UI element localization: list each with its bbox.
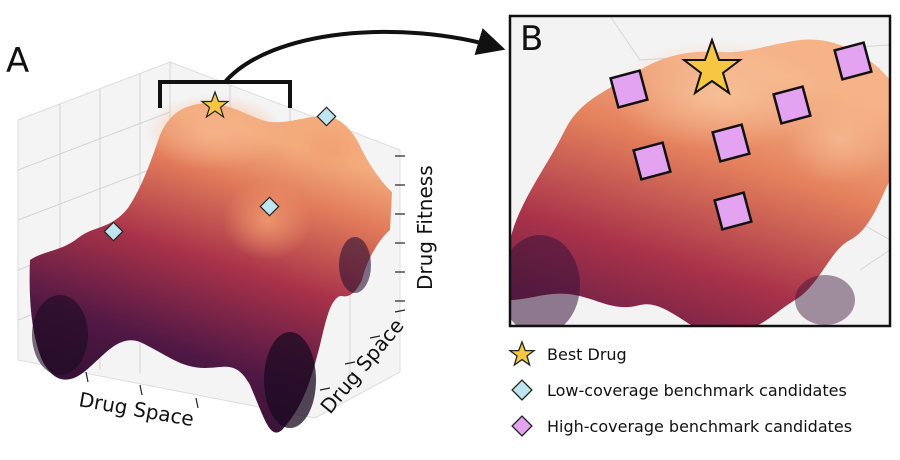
legend-item-low-coverage: Low-coverage benchmark candidates [505, 372, 897, 408]
high-coverage-diamond-icon [713, 191, 753, 231]
diamond-icon [505, 373, 539, 407]
star-icon [505, 337, 539, 371]
best-drug-star-icon [681, 36, 743, 96]
panel-a-x-ticks [85, 371, 199, 409]
legend-item-high-coverage: High-coverage benchmark candidates [505, 408, 897, 444]
legend: Best Drug Low-coverage benchmark candida… [505, 336, 897, 444]
panel-a-label: A [6, 41, 29, 81]
high-coverage-diamond-icon [609, 69, 649, 109]
best-drug-star-icon [200, 90, 230, 119]
legend-label: Low-coverage benchmark candidates [547, 380, 847, 400]
low-coverage-diamond-icon [259, 196, 280, 217]
z-axis-label: Drug Fitness [413, 165, 437, 290]
high-coverage-diamond-icon [711, 123, 751, 163]
zoom-arrow [223, 28, 506, 84]
high-coverage-diamond-icon [772, 85, 812, 125]
diamond-icon [505, 409, 539, 443]
legend-label: High-coverage benchmark candidates [547, 416, 853, 436]
panel-b-frame [508, 14, 892, 328]
high-coverage-diamond-icon [632, 141, 672, 181]
panel-a-y-ticks [319, 309, 406, 391]
high-coverage-diamond-icon [833, 41, 873, 81]
panel-b-label: B [520, 19, 543, 59]
legend-label: Best Drug [547, 344, 627, 364]
x-axis-label: Drug Space [77, 387, 196, 431]
low-coverage-diamond-icon [103, 221, 124, 242]
panel-a-fitness-surface [29, 94, 393, 433]
legend-item-best-drug: Best Drug [505, 336, 897, 372]
low-coverage-diamond-icon [316, 106, 337, 127]
panel-a-z-ticks [395, 155, 405, 302]
